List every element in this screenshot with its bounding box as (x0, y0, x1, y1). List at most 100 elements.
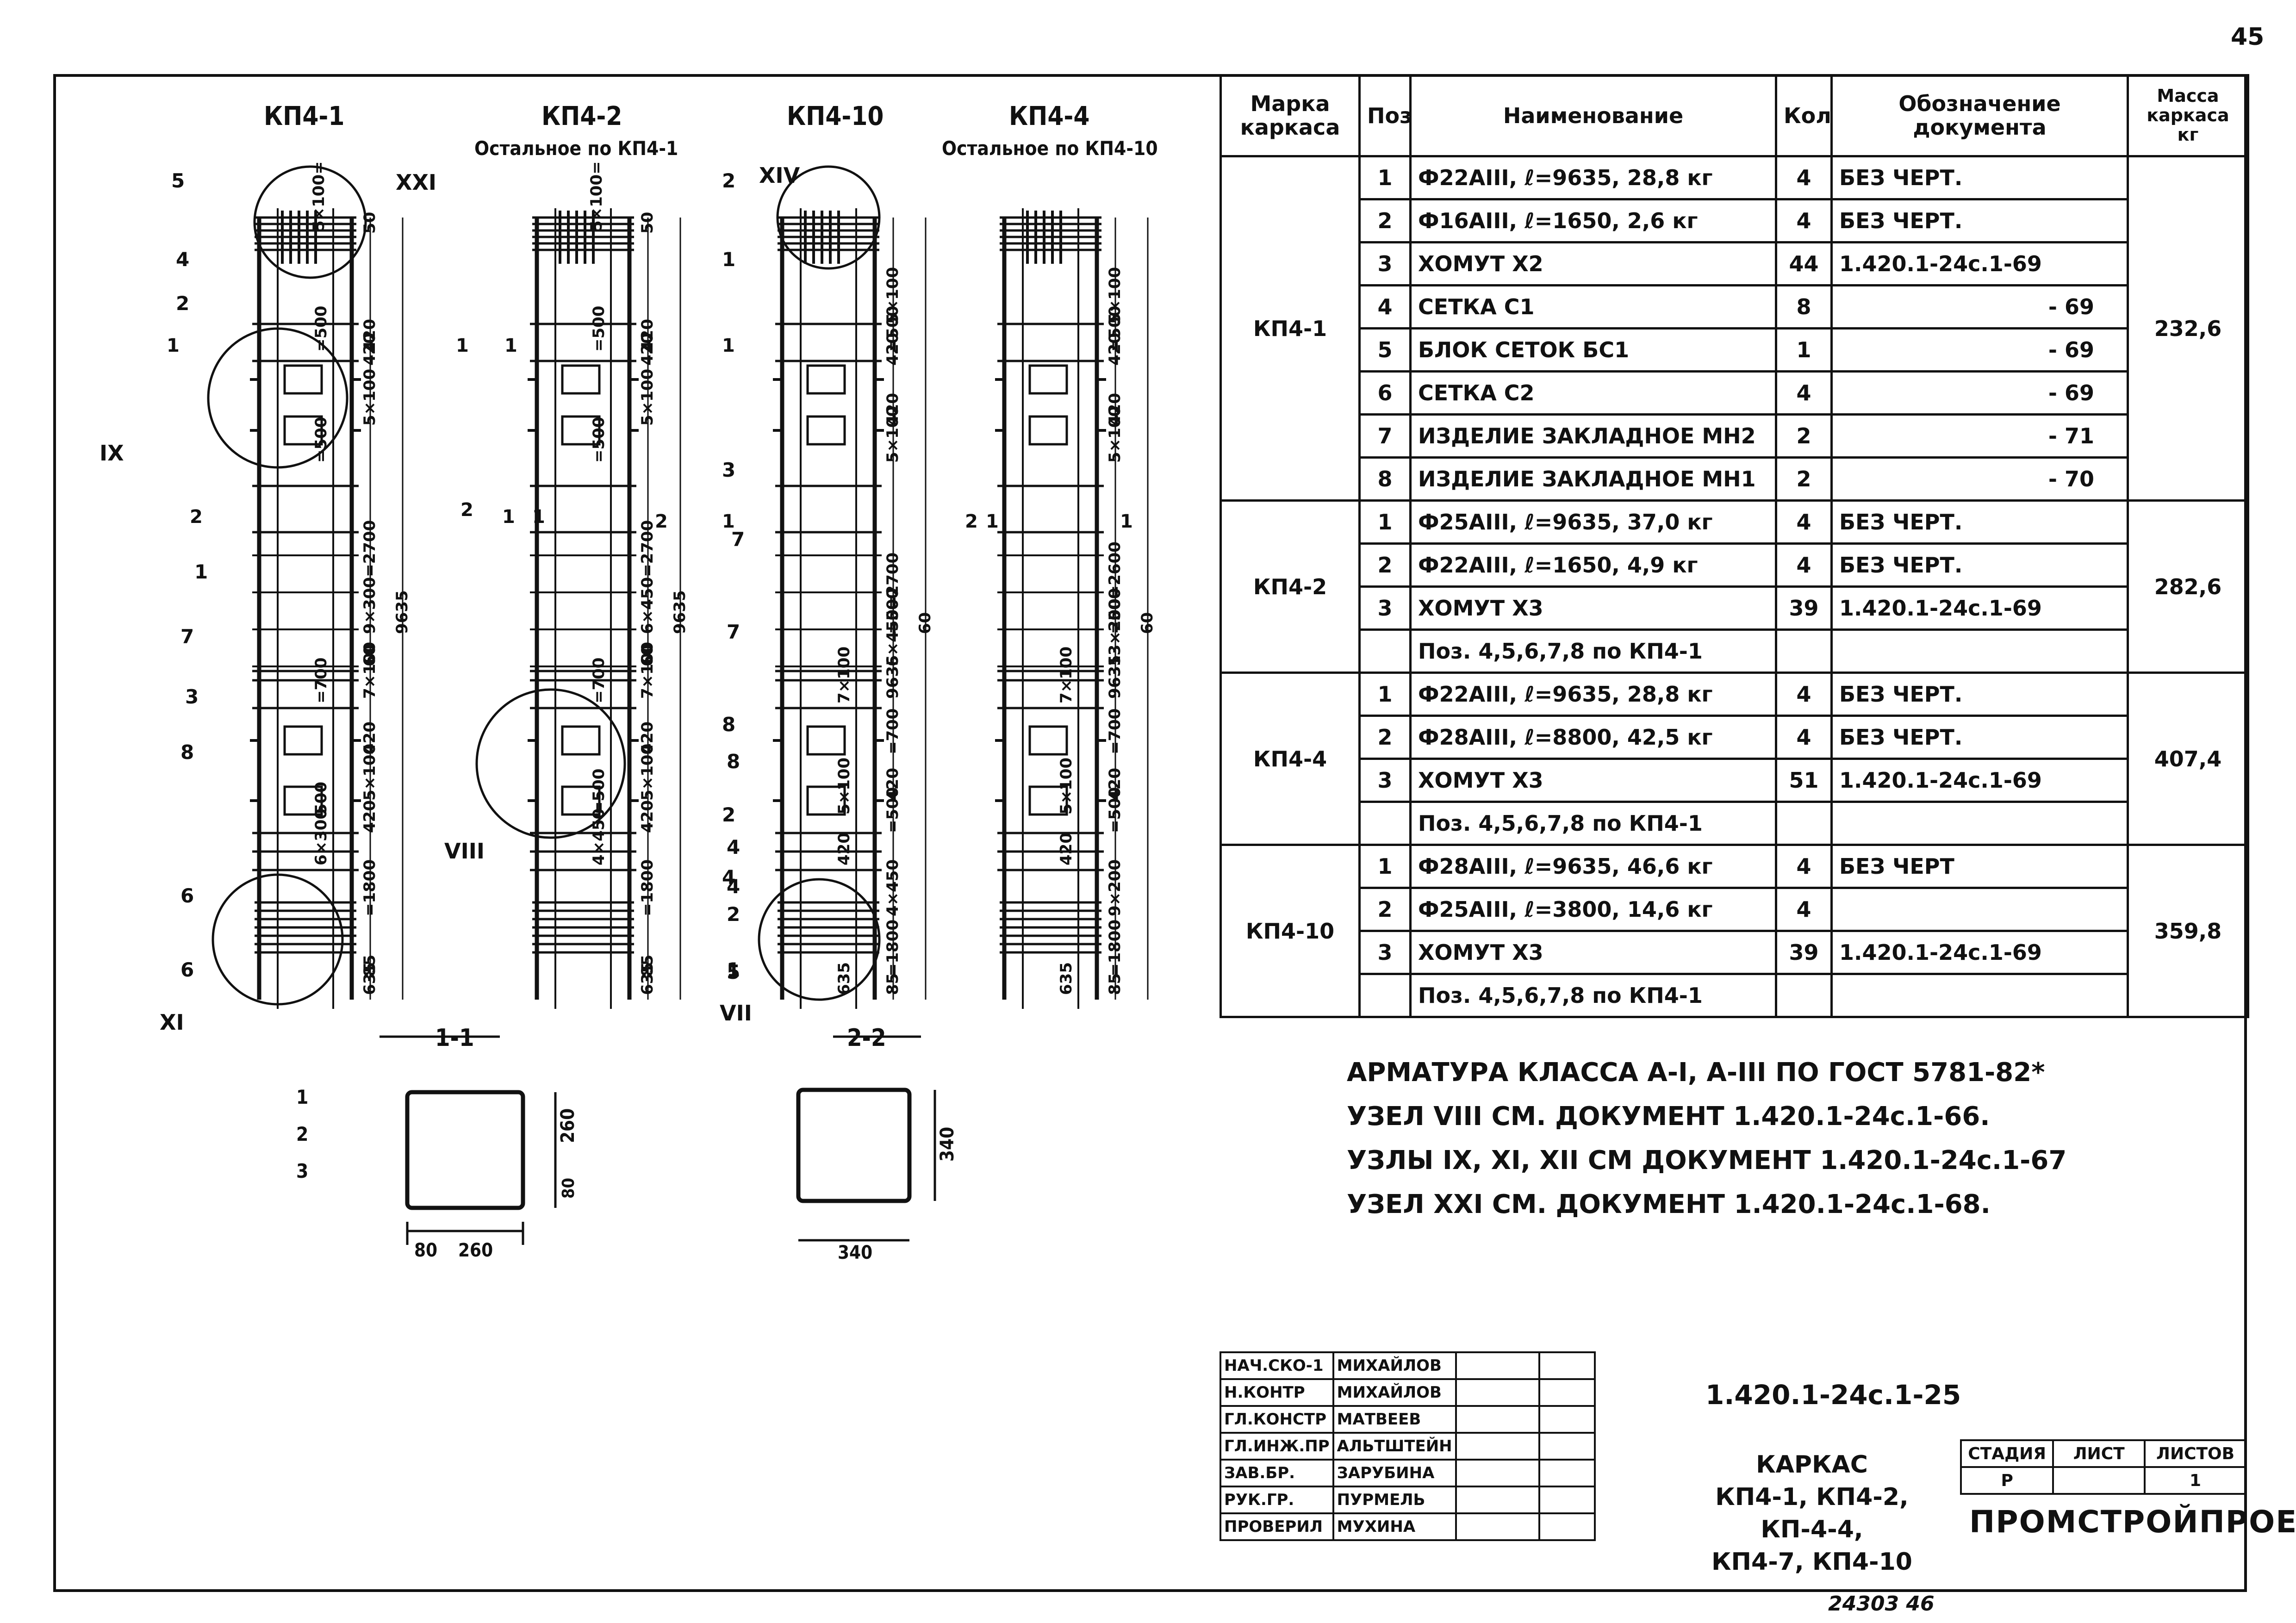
spec-header: Поз. (1358, 74, 1412, 157)
position-cell: 6 (1358, 370, 1412, 416)
dimension-label: 85 (1106, 973, 1124, 995)
dimension-label: 6×450=2700 (638, 520, 657, 634)
position-label: 5 (171, 169, 185, 192)
quantity-cell: 4 (1775, 370, 1833, 416)
node-callout (475, 688, 626, 839)
position-label: 6 (180, 958, 194, 981)
position-label: 4 (727, 836, 740, 858)
dimension-label: =500 (884, 306, 902, 352)
document-cell (1830, 801, 2129, 846)
name-cell: Ф22АIII, ℓ=9635, 28,8 кг (1409, 155, 1777, 200)
signature-cell (1538, 1432, 1596, 1461)
node-callout (212, 873, 344, 1006)
dimension-label: 420 (361, 800, 379, 833)
dimension-label: 60 (361, 645, 379, 666)
position-label: 1 (722, 248, 735, 271)
name-cell: ХОМУТ Х3 (1409, 758, 1777, 803)
spec-header: Наименование (1409, 74, 1777, 157)
name-cell: Поз. 4,5,6,7,8 по КП4-1 (1409, 628, 1777, 674)
dimension-label: =500 (590, 769, 608, 815)
dimension-label: 50 (361, 212, 379, 234)
name-cell: Поз. 4,5,6,7,8 по КП4-1 (1409, 801, 1777, 846)
dimension-label: 80 (414, 1240, 437, 1261)
document-cell: - 71 (1830, 413, 2129, 459)
signer-role: ПРОВЕРИЛ (1220, 1512, 1334, 1541)
dimension-label: 420 (638, 319, 657, 352)
title-line: КАРКАС (1756, 1451, 1868, 1479)
position-label: 2 (727, 903, 740, 926)
section-mark: 2 (460, 499, 473, 521)
document-cell: БЕЗ ЧЕРТ. (1830, 542, 2129, 588)
dimension-label: 5×100 (361, 744, 379, 801)
dimension-label: 420 (638, 333, 657, 366)
dimension-label: 5×100 (1106, 406, 1124, 463)
signature-cell (1538, 1378, 1596, 1407)
dimension-label: 6×300 (312, 808, 330, 865)
drawing-subtitle: Остальное по КП4-10 (942, 137, 1158, 160)
dimension-label: 260 (458, 1240, 493, 1261)
dimension-label: 5×100 (1057, 758, 1076, 815)
section-mark: 1 (722, 335, 735, 356)
name-cell: СЕТКА С1 (1409, 284, 1777, 330)
dimension-label: 635 (835, 962, 853, 995)
dimension-label: =500 (590, 306, 608, 352)
section-mark: 2 (655, 511, 668, 532)
quantity-cell: 8 (1775, 284, 1833, 330)
dimension-label: 4×450 (590, 808, 608, 865)
dimension-label: 635 (638, 962, 657, 995)
position-cell: 7 (1358, 413, 1412, 459)
position-cell: 2 (1358, 887, 1412, 932)
frame-mass: 359,8 (2127, 844, 2249, 1018)
name-cell: ХОМУТ Х2 (1409, 241, 1777, 286)
section-1-1 (380, 1035, 557, 1245)
dimension-label: 420 (638, 721, 657, 754)
cage-drawings: КП4-1 КП4-2 КП4-10 КП4-4 Остальное по КП… (100, 101, 1158, 1263)
dimension-label: =500 (884, 588, 902, 634)
dimension-label: 420 (1106, 393, 1124, 426)
embedded-plate (283, 785, 323, 816)
document-cell (1830, 887, 2129, 932)
node-callout (776, 165, 881, 270)
dimension-label: 420 (884, 393, 902, 426)
title-line: КП4-7, КП4-10 (1711, 1548, 1912, 1576)
name-cell: ХОМУТ Х3 (1409, 585, 1777, 631)
dimension-label: 5×100 (361, 369, 379, 426)
section-mark: 1 (1120, 511, 1133, 532)
document-cell: БЕЗ ЧЕРТ. (1830, 499, 2129, 545)
signer-name: МУХИНА (1332, 1512, 1457, 1541)
position-cell: 1 (1358, 155, 1412, 200)
quantity-cell: 4 (1775, 155, 1833, 200)
dimension-label: 420 (1106, 768, 1124, 801)
position-label: 4 (176, 248, 189, 271)
name-cell: Ф22АIII, ℓ=9635, 28,8 кг (1409, 672, 1777, 717)
dimension-label: 420 (361, 319, 379, 352)
position-label: 2 (722, 169, 735, 192)
dimension-label: 80 (559, 1178, 578, 1199)
name-cell: Ф25АIII, ℓ=9635, 37,0 кг (1409, 499, 1777, 545)
embedded-plate (283, 725, 323, 756)
position-cell: 2 (1358, 715, 1412, 760)
section-label: 1-1 (435, 1024, 474, 1052)
embedded-plate (806, 725, 846, 756)
signer-name: МАТВЕЕВ (1332, 1405, 1457, 1434)
position-cell: 3 (1358, 930, 1412, 975)
dimension-label: 260 (557, 1108, 579, 1143)
quantity-cell (1775, 628, 1833, 674)
position-label: 5 (727, 961, 740, 983)
position-cell: 2 (1358, 542, 1412, 588)
dimension-label: 340 (937, 1127, 958, 1162)
signature-cell (1455, 1378, 1540, 1407)
quantity-cell: 2 (1775, 456, 1833, 502)
dimension-label: 5×100 (835, 758, 853, 815)
position-label: 1 (727, 958, 740, 981)
node-callout (758, 878, 881, 1001)
position-label: 2 (296, 1123, 308, 1145)
position-label: 8 (180, 741, 194, 764)
dimension-label: 5×100 (884, 406, 902, 463)
